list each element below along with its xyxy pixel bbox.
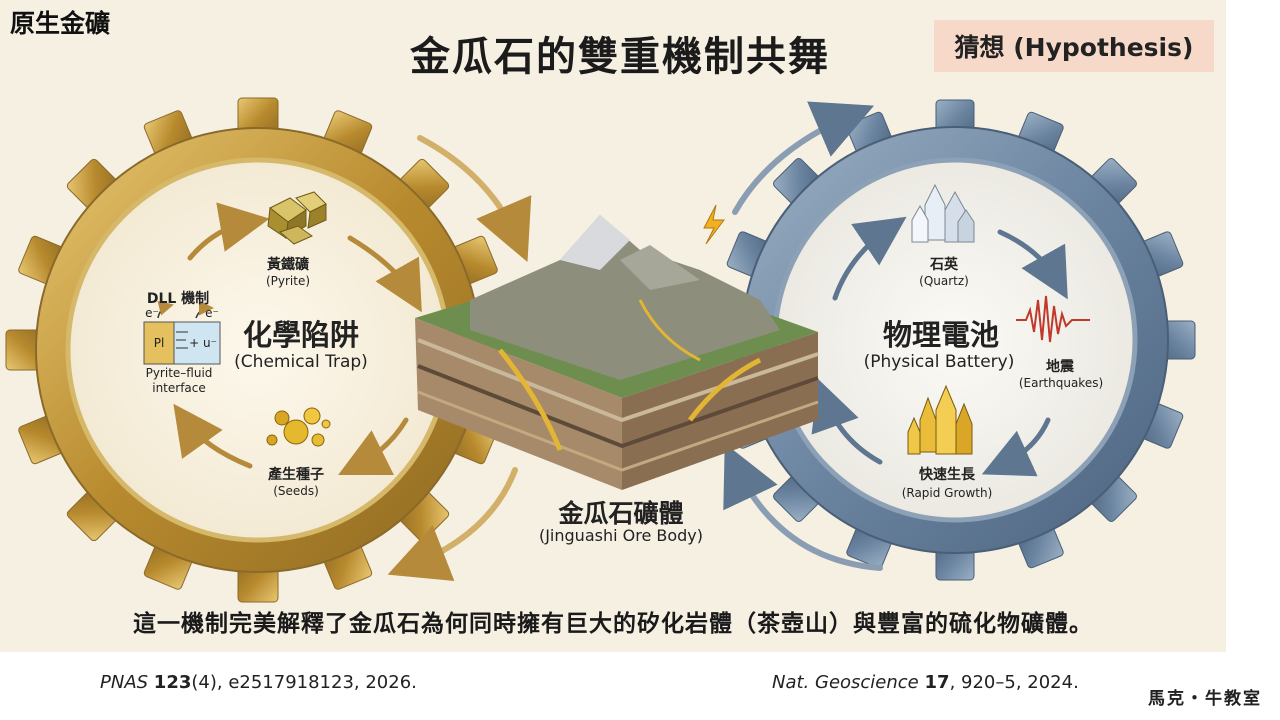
quartz-label-cn: 石英 [930, 257, 958, 273]
electron-left: e⁻ [145, 306, 159, 320]
hypothesis-badge: 猜想 (Hypothesis) [934, 20, 1214, 72]
pyrite-label-en: (Pyrite) [265, 274, 311, 288]
corner-title: 原生金礦 [10, 9, 111, 38]
ore-body-subtitle: (Jinguashi Ore Body) [538, 526, 704, 545]
ref-right-journal: Nat. Geoscience [772, 672, 919, 693]
coupling-arrows [387, 101, 883, 581]
electron-right: e⁻ [205, 306, 219, 320]
summary-text: 這一機制完美解釋了金瓜石為何同時擁有巨大的矽化岩體（茶壺山）與豐富的硫化物礦體。 [133, 611, 1093, 637]
page-title: 金瓜石的雙重機制共舞 [410, 34, 830, 80]
seeds-label-en: (Seeds) [273, 484, 319, 498]
reference-left: PNAS 123(4), e2517918123, 2026. [100, 672, 417, 693]
quartz-label-en: (Quartz) [919, 274, 969, 288]
earthquake-label-cn: 地震 [1046, 359, 1074, 375]
gold-seeds-icon [266, 407, 331, 447]
ref-left-volume: 123 [153, 672, 192, 693]
ref-right-rest: , 920–5, 2024. [949, 672, 1079, 693]
dll-label: DLL 機制 [146, 291, 210, 307]
ore-body-block [415, 215, 819, 490]
pyrite-crystal-icon [267, 191, 327, 245]
ore-body-title: 金瓜石礦體 [558, 499, 684, 528]
chemical-trap-subtitle: (Chemical Trap) [234, 352, 368, 372]
ref-right-volume: 17 [924, 672, 950, 693]
quartz-crystal-icon [911, 183, 975, 243]
physical-battery-subtitle: (Physical Battery) [863, 352, 1015, 372]
earthquake-label-en: (Earthquakes) [1018, 376, 1104, 390]
seeds-label-cn: 產生種子 [268, 467, 324, 483]
ref-left-rest: (4), e2517918123, 2026. [191, 672, 417, 693]
gold-crystal-icon [907, 384, 973, 455]
interface-caption-2: interface [152, 381, 206, 395]
ref-left-journal: PNAS [100, 672, 149, 693]
chemical-trap-title: 化學陷阱 [242, 318, 359, 352]
physical-cycle-arrows [811, 216, 1068, 477]
growth-label-cn: 快速生長 [919, 467, 975, 483]
physical-battery-title: 物理電池 [882, 318, 999, 352]
chemical-cycle-arrows [173, 202, 422, 475]
interface-schematic [143, 300, 221, 365]
interface-caption-1: Pyrite–fluid [145, 366, 213, 380]
reference-right: Nat. Geoscience 17, 920–5, 2024. [772, 672, 1079, 693]
earthquake-icon [1016, 295, 1090, 343]
pyrite-label-cn: 黃鐵礦 [267, 257, 309, 273]
interface-left-label: Pl [153, 336, 165, 350]
growth-label-en: (Rapid Growth) [901, 486, 993, 500]
interface-right-label: + u⁻ [189, 336, 217, 350]
signature: 馬克・牛教室 [1148, 689, 1262, 709]
lightning-icon [703, 204, 725, 245]
